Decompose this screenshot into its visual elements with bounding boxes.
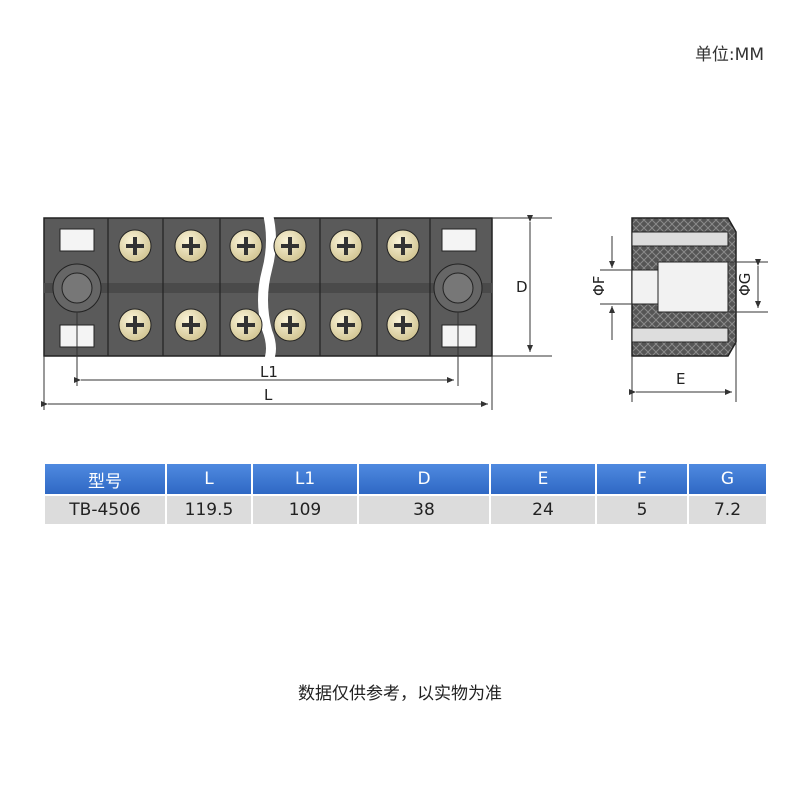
dim-label-F: ΦF	[590, 276, 608, 296]
terminal-block-front	[43, 210, 493, 364]
left-end-cap	[52, 228, 102, 348]
header-G: G	[689, 464, 766, 494]
cell-E: 24	[491, 494, 595, 524]
spec-table: 型号 L L1 D E F G TB-4506 119.5 109 38 24 …	[43, 464, 768, 524]
header-F: F	[597, 464, 687, 494]
cell-L: 119.5	[167, 494, 251, 524]
table-header-row: 型号 L L1 D E F G	[45, 464, 766, 494]
dim-label-E: E	[676, 370, 685, 388]
disclaimer-note: 数据仅供参考，以实物为准	[298, 684, 502, 704]
side-section-view	[631, 217, 737, 357]
cell-L1: 109	[253, 494, 357, 524]
dim-label-L: L	[264, 386, 273, 404]
unit-label: 单位:MM	[694, 45, 764, 65]
dim-label-G: ΦG	[736, 273, 754, 296]
table-row: TB-4506 119.5 109 38 24 5 7.2	[45, 494, 766, 524]
header-D: D	[359, 464, 489, 494]
header-L1: L1	[253, 464, 357, 494]
cell-F: 5	[597, 494, 687, 524]
dim-label-L1: L1	[260, 363, 278, 381]
dim-label-D: D	[516, 278, 528, 296]
dimension-lines	[41, 215, 552, 410]
cell-D: 38	[359, 494, 489, 524]
header-L: L	[167, 464, 251, 494]
header-E: E	[491, 464, 595, 494]
technical-drawing: D L1 L ΦF ΦG E	[41, 210, 768, 410]
screw-terminals	[118, 229, 420, 342]
header-model: 型号	[45, 464, 165, 494]
cell-model: TB-4506	[45, 494, 165, 524]
cell-G: 7.2	[689, 494, 766, 524]
right-end-cap	[433, 228, 483, 348]
